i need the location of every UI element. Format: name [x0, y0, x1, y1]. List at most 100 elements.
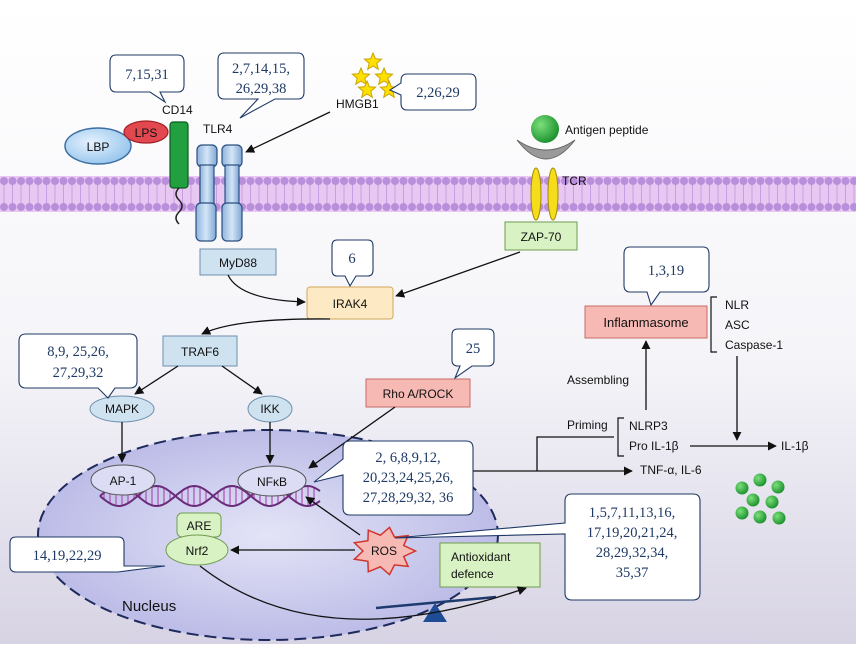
nrf2-label: Nrf2 — [186, 544, 209, 558]
lipid-head — [374, 177, 382, 185]
lipid-head — [416, 177, 425, 185]
callout-cd14-shape — [109, 54, 185, 104]
lipid-head — [722, 177, 731, 185]
hmgb1-star — [363, 51, 383, 71]
lipid-head — [425, 203, 433, 211]
lipid-head — [255, 177, 263, 185]
lipid-head — [773, 203, 782, 211]
lipid-head — [93, 203, 102, 211]
nfkb-label: NFκB — [257, 475, 287, 489]
arrow-rho-nfkb — [308, 406, 396, 469]
lipid-head — [42, 203, 51, 211]
cytokine-dot — [735, 481, 749, 495]
lipid-head — [586, 203, 595, 211]
lipid-head — [331, 177, 340, 185]
lipid-head — [76, 203, 85, 211]
lipid-head — [663, 203, 671, 211]
traf6-label: TRAF6 — [181, 345, 219, 359]
cytokine-dot — [765, 495, 779, 509]
lipid-head — [782, 177, 790, 185]
lps-molecule — [123, 120, 169, 144]
lipid-head — [561, 203, 569, 211]
lipid-head — [408, 203, 416, 211]
ref-callouts — [9, 52, 710, 601]
hmgb1-star — [357, 79, 377, 99]
arrow-irak4-traf6 — [201, 318, 331, 335]
antigen-peptide-label: Antigen peptide — [565, 123, 649, 137]
irak4-label: IRAK4 — [333, 297, 368, 311]
lipid-head — [110, 203, 119, 211]
cytokine-particles-icon — [735, 473, 786, 525]
ref-tlr4-line2: 26,29,38 — [236, 81, 287, 97]
lipid-head — [671, 177, 680, 185]
callout-nrf2-shape — [9, 536, 166, 573]
assembling-label: Assembling — [567, 373, 629, 387]
mapk-label: MAPK — [105, 402, 139, 416]
lipid-head — [51, 203, 59, 211]
lipid-head — [773, 177, 782, 185]
antioxidant-line2: defence — [451, 567, 494, 581]
lipid-head — [153, 203, 161, 211]
lipid-head — [255, 203, 263, 211]
lipid-head — [450, 203, 459, 211]
lipid-head — [68, 203, 76, 211]
lipid-head — [833, 203, 841, 211]
lipid-head — [263, 177, 272, 185]
cd14-receptor — [169, 121, 189, 189]
lipid-head — [756, 203, 765, 211]
lipid-head — [306, 203, 314, 211]
lipid-head — [637, 203, 646, 211]
lipid-head — [280, 203, 289, 211]
cytokine-dot — [753, 510, 767, 524]
lipid-head — [688, 203, 697, 211]
ref-mapk-line1: 8,9, 25,26, — [47, 344, 109, 360]
lipid-head — [127, 177, 136, 185]
lipid-head — [841, 177, 850, 185]
lipid-head — [399, 177, 408, 185]
lipid-head — [510, 177, 518, 185]
tlr4-receptor — [195, 144, 243, 242]
callout-tlr4-shape — [217, 52, 305, 119]
lipid-head — [663, 177, 671, 185]
lipid-head — [714, 177, 722, 185]
lipid-head — [314, 177, 323, 185]
asc-label: ASC — [725, 318, 750, 332]
lipid-head — [680, 177, 688, 185]
lipid-head — [433, 177, 442, 185]
lipid-head — [382, 177, 391, 185]
tcr-crescent-icon — [516, 139, 576, 160]
arrow-ros-nfkb — [305, 496, 361, 536]
lipid-head — [340, 177, 348, 185]
lipid-head — [8, 177, 17, 185]
dna-strand — [99, 484, 321, 508]
lbp-protein — [64, 127, 132, 165]
lipid-head — [476, 177, 484, 185]
ref-nfkb-line2: 20,23,24,25,26, — [363, 470, 454, 486]
lipid-head — [34, 177, 42, 185]
lipid-head — [144, 177, 153, 185]
lipid-head — [425, 177, 433, 185]
lipid-head — [357, 177, 365, 185]
lipid-head — [365, 177, 374, 185]
lipid-head — [807, 203, 816, 211]
traf6-box — [162, 335, 238, 367]
are-label: ARE — [187, 519, 212, 533]
nucleus-label: Nucleus — [122, 598, 176, 615]
lipid-head — [187, 203, 195, 211]
lipid-head — [144, 203, 153, 211]
hmgb1-star — [351, 66, 371, 86]
lipid-head — [374, 203, 382, 211]
inflammasome-bracket — [710, 296, 717, 353]
lipid-head — [654, 177, 663, 185]
rho-rock-box — [365, 378, 471, 408]
inflammasome-box — [584, 305, 708, 339]
ref-ros-line1: 1,5,7,11,13,16, — [589, 505, 675, 521]
lipid-head — [799, 203, 807, 211]
nlrp3-label: NLRP3 — [629, 419, 668, 433]
lipid-head — [748, 177, 756, 185]
lipid-head — [816, 203, 824, 211]
lipid-head — [93, 177, 102, 185]
callout-hmgb1-shape — [388, 73, 477, 111]
lipid-head — [654, 203, 663, 211]
arrow-myd88-irak4 — [227, 274, 306, 307]
